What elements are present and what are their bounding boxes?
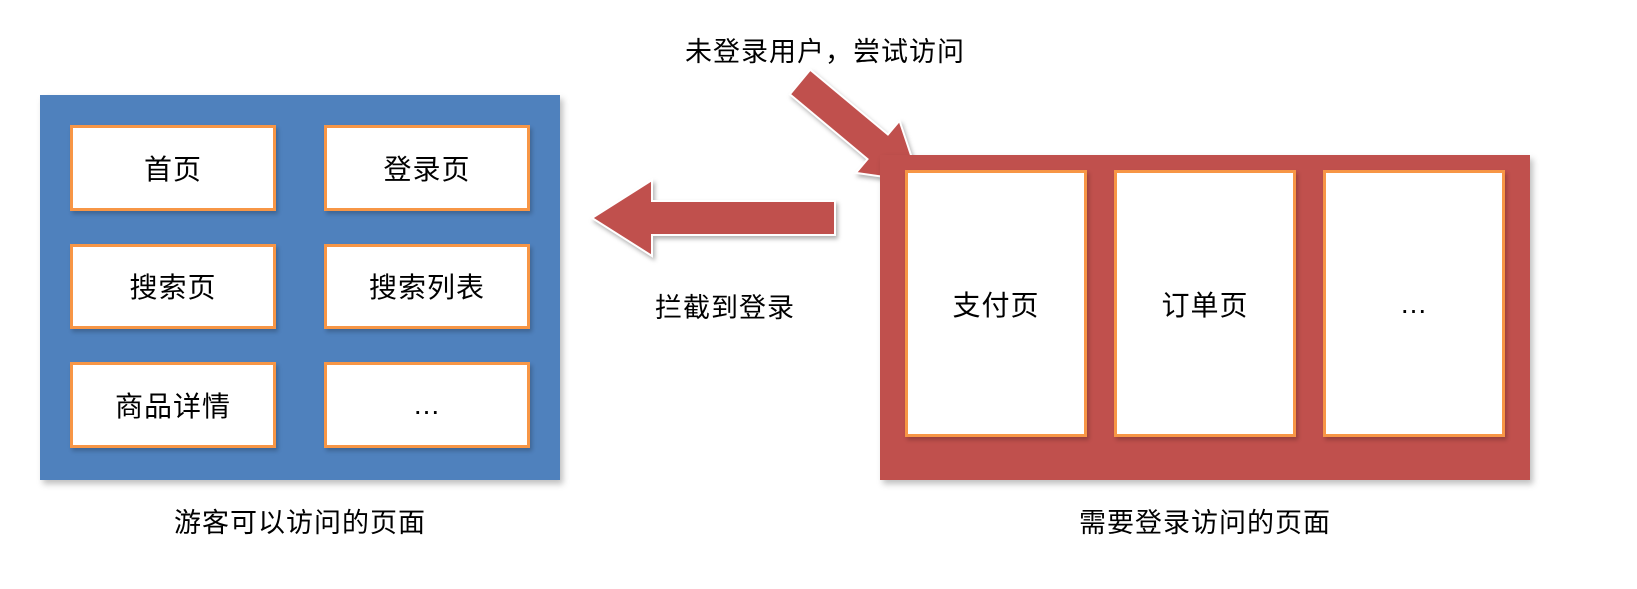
page-node-home: 首页 <box>70 125 276 211</box>
guest-pages-group: 首页 登录页 搜索页 搜索列表 商品详情 ... <box>40 95 560 480</box>
page-node-payment: 支付页 <box>905 170 1087 437</box>
auth-group-caption: 需要登录访问的页面 <box>1079 508 1331 538</box>
arrow-intercept-redirect-icon <box>590 178 836 258</box>
page-node-order: 订单页 <box>1114 170 1296 437</box>
page-node-search-list: 搜索列表 <box>324 243 530 330</box>
page-node-guest-more: ... <box>324 362 530 448</box>
guest-group-caption: 游客可以访问的页面 <box>174 508 426 538</box>
attempt-access-annotation: 未登录用户，尝试访问 <box>685 37 965 67</box>
intercept-annotation: 拦截到登录 <box>655 293 795 323</box>
auth-pages-group: 支付页 订单页 ... <box>880 155 1530 480</box>
page-node-login: 登录页 <box>324 125 530 211</box>
page-node-auth-more: ... <box>1323 170 1505 437</box>
page-node-search: 搜索页 <box>70 243 276 330</box>
page-node-product-detail: 商品详情 <box>70 362 276 448</box>
